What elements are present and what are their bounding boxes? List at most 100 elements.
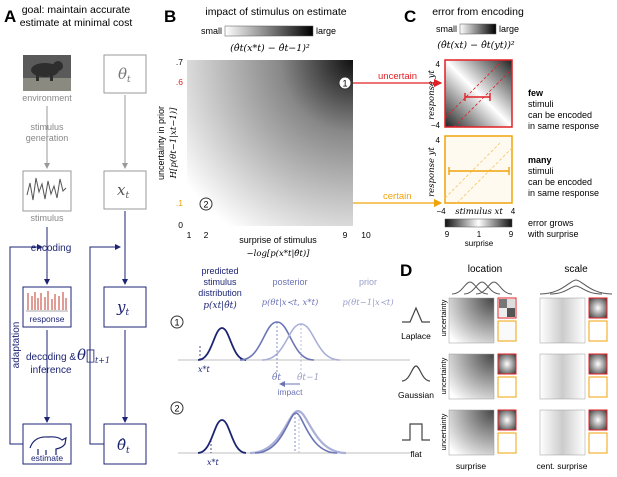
error-line-2: with surprise: [527, 229, 579, 239]
panel-c-letter: C: [404, 7, 416, 26]
c-surprise-bar: [444, 218, 513, 228]
estimate-label: estimate: [31, 453, 63, 463]
svg-text:−4: −4: [431, 121, 441, 130]
svg-text:2: 2: [174, 404, 179, 414]
goal-line-1: goal: maintain accurate: [22, 4, 131, 16]
svg-text:uncertainty: uncertainty: [439, 357, 448, 394]
svg-text:can be encoded: can be encoded: [528, 177, 592, 187]
svg-text:2: 2: [203, 200, 208, 210]
svg-text:uncertainty: uncertainty: [439, 299, 448, 336]
svg-text:10: 10: [361, 230, 371, 240]
svg-text:1: 1: [174, 318, 179, 328]
row1-xstar: x*t: [198, 365, 211, 374]
c-bottom-heatmap: [444, 135, 513, 204]
environment-label: environment: [22, 93, 72, 103]
flat-icon: [402, 423, 430, 441]
svg-text:can be encoded: can be encoded: [528, 110, 592, 120]
b-ylabel-2: H[p(θt−1|xt−1)]: [168, 107, 179, 179]
row-label-gaussian: Gaussian: [398, 390, 434, 400]
environment-image: [23, 55, 71, 91]
goal-line-2: estimate at minimal cost: [20, 17, 133, 29]
uncertain-label: uncertain: [378, 71, 417, 82]
panel-a-letter: A: [4, 7, 16, 26]
b-ylabel-1: uncertainty in prior: [156, 106, 166, 180]
row-label-flat: flat: [410, 449, 422, 459]
svg-text:.1: .1: [176, 198, 183, 208]
pred-line-3: distribution: [198, 288, 242, 298]
theta-next-symbol: θ⃗t+1: [77, 346, 110, 365]
spike-raster: [27, 291, 67, 310]
prior-formula: p(θt−1|x≺t): [342, 297, 393, 308]
row2-xstar: x*t: [207, 458, 220, 467]
svg-text:uncertainty: uncertainty: [439, 413, 448, 450]
stim-gen-line-1: stimulus: [30, 122, 64, 132]
b-xlabel-2: −log[p(x*t|θ̂t)]: [247, 248, 311, 259]
theta-hat-symbol: θ̂t: [117, 436, 130, 456]
d-location-curves: [451, 281, 513, 295]
d-scale-curves: [539, 279, 613, 295]
svg-text:stimuli: stimuli: [528, 166, 554, 176]
pred-formula: p(xt|θ̂t): [203, 300, 237, 311]
adaptation-label: adaptation: [11, 322, 22, 369]
d-surprise-label: surprise: [456, 461, 487, 471]
error-line-1: error grows: [528, 218, 574, 228]
theta-box: [103, 54, 147, 94]
theta-hat-box: [103, 423, 147, 465]
theta-next-loop: [89, 244, 121, 445]
svg-text:.6: .6: [176, 77, 183, 87]
certain-label: certain: [383, 191, 412, 202]
theta-t-symbol: θt: [118, 65, 131, 85]
panel-b-letter: B: [164, 7, 176, 26]
stim-gen-line-2: generation: [26, 133, 69, 143]
estimate-box: [22, 423, 72, 465]
row2-prior-curve: [249, 409, 347, 455]
row2-posterior-curve: [254, 412, 338, 454]
c-top-range: [464, 93, 491, 101]
d-scale-label: scale: [564, 264, 588, 275]
y-t-symbol: yt: [116, 298, 129, 318]
svg-text:2: 2: [204, 230, 209, 240]
b-formula: (θ̂t(x*t) − θ̂t−1)²: [230, 43, 310, 54]
svg-text:1: 1: [342, 79, 347, 89]
response-label: response: [30, 314, 65, 324]
svg-text:1: 1: [477, 230, 482, 239]
svg-text:9: 9: [445, 230, 450, 239]
c-ylabel-top: response yt: [427, 70, 437, 120]
c-surprise-label: surprise: [465, 239, 494, 248]
posterior-label: posterior: [272, 277, 307, 287]
c-formula: (θ̂t(xt) − θ̂t(yt))²: [437, 40, 515, 51]
decoding-line-1: decoding &: [26, 352, 76, 363]
row-1-marker: 1: [170, 315, 184, 329]
decoding-line-2: inference: [30, 365, 72, 376]
svg-text:9: 9: [343, 230, 348, 240]
row2-pred-curve: [197, 419, 247, 454]
b-y-axis: .7 .6 .1 0: [176, 57, 183, 230]
y-box: [103, 286, 147, 328]
few-annotation: few stimuli can be encoded in same respo…: [528, 88, 599, 131]
b-marker-1: 1: [338, 76, 352, 90]
c-bottom-range: [448, 167, 510, 175]
c-large-label: large: [499, 24, 519, 34]
svg-text:in same response: in same response: [528, 188, 599, 198]
c-top-heatmap: [444, 59, 513, 128]
encoding-label: encoding: [31, 243, 72, 254]
svg-text:9: 9: [509, 230, 514, 239]
d-location-label: location: [468, 264, 502, 275]
row-2-marker: 2: [170, 401, 184, 415]
svg-text:many: many: [528, 155, 552, 165]
svg-text:4: 4: [511, 207, 516, 216]
b-large-label: large: [316, 26, 336, 36]
row1-theta-prev: θ̂t−1: [297, 372, 319, 383]
many-annotation: many stimuli can be encoded in same resp…: [528, 155, 599, 198]
row1-pred-curve: [197, 327, 247, 361]
panel-d-letter: D: [400, 261, 412, 280]
x-box: [103, 170, 147, 210]
stimulus-box: [22, 170, 72, 212]
row-label-laplace: Laplace: [401, 331, 431, 341]
row1-theta-hat: θ̂t: [272, 372, 281, 383]
b-x-axis: 1 2 9 10: [187, 230, 371, 240]
svg-text:few: few: [528, 88, 544, 98]
svg-text:4: 4: [436, 60, 441, 69]
svg-text:4: 4: [436, 136, 441, 145]
